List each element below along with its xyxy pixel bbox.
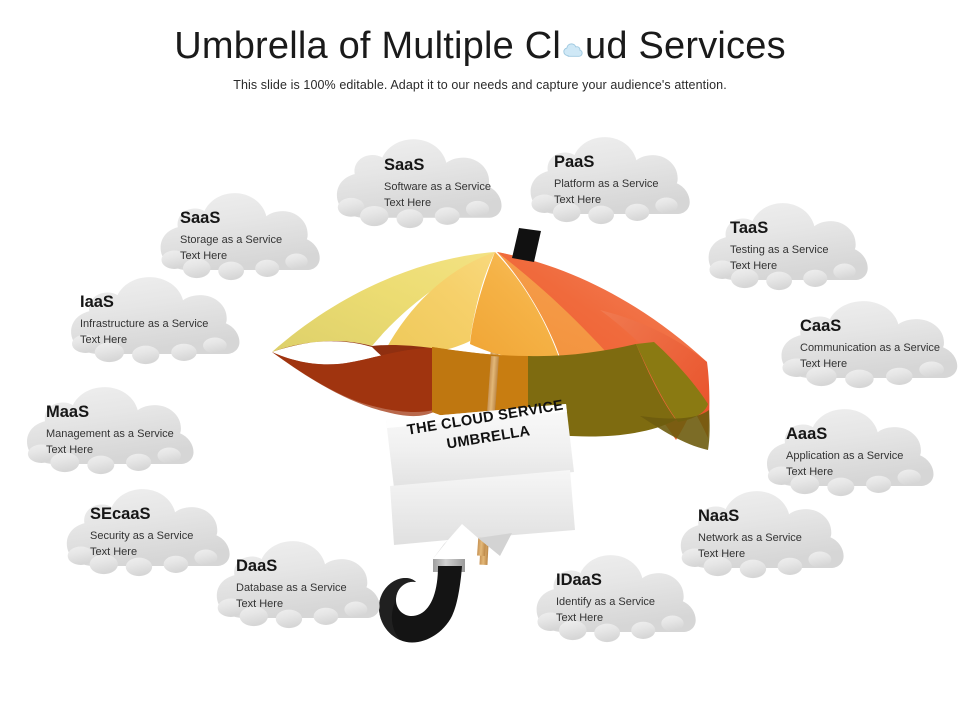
cloud-title: TaaS <box>730 219 769 237</box>
cloud-shape-icon <box>160 193 320 281</box>
cloud-shape-icon <box>708 203 868 291</box>
cloud-title: IaaS <box>80 293 114 311</box>
cloud-title: SEcaaS <box>90 505 151 523</box>
page-title-pre: Umbrella of Multiple Cl <box>174 25 562 67</box>
cloud-shape-icon <box>216 541 380 629</box>
cloud-shape-icon <box>536 555 696 643</box>
cloud-subtitle-line1: Security as a Service <box>90 529 194 542</box>
cloud-subtitle-line2: Text Here <box>90 545 138 558</box>
cloud-subtitle-line2: Text Here <box>236 597 284 610</box>
cloud-title: DaaS <box>236 557 278 575</box>
cloud-shape-icon <box>336 139 502 229</box>
cloud-subtitle-line1: Communication as a Service <box>800 341 941 354</box>
cloud-subtitle-line1: Software as a Service <box>384 180 491 193</box>
cloud-subtitle-line2: Text Here <box>180 249 228 262</box>
cloud-shape-icon <box>530 137 690 225</box>
cloud-subtitle-line1: Network as a Service <box>698 531 802 544</box>
cloud-title: AaaS <box>786 425 828 443</box>
cloud-title: IDaaS <box>556 571 602 589</box>
cloud-subtitle-line2: Text Here <box>786 465 834 478</box>
cloud-shape-icon <box>680 491 844 579</box>
cloud-title: CaaS <box>800 317 842 335</box>
cloud-subtitle-line2: Text Here <box>800 357 848 370</box>
cloud-title: MaaS <box>46 403 90 421</box>
cloud-shape-icon <box>767 409 934 497</box>
cloud-subtitle-line2: Text Here <box>556 611 604 624</box>
cloud-subtitle-line1: Management as a Service <box>46 427 174 440</box>
cloud-subtitle-line2: Text Here <box>698 547 746 560</box>
center-banner-text: THE CLOUD SERVICE UMBRELLA <box>390 394 584 463</box>
cloud-title: NaaS <box>698 507 740 525</box>
cloud-subtitle-line2: Text Here <box>384 196 432 209</box>
cloud-shape-icon <box>27 387 194 475</box>
page-subtitle: This slide is 100% editable. Adapt it to… <box>233 77 727 92</box>
cloud-subtitle-line1: Identify as a Service <box>556 595 656 608</box>
page-title: Umbrella of Multiple Cl ud Services <box>0 25 960 68</box>
cloud-subtitle-line1: Testing as a Service <box>730 243 829 256</box>
cloud-shape-icon <box>66 489 230 577</box>
slide-header: Umbrella of Multiple Cl ud Services This… <box>0 25 960 92</box>
page-title-post: ud Services <box>585 25 786 67</box>
cloud-subtitle-line1: Application as a Service <box>786 449 904 462</box>
cloud-title: SaaS <box>384 156 425 174</box>
cloud-subtitle-line2: Text Here <box>46 443 94 456</box>
cloud-subtitle-line1: Storage as a Service <box>180 233 283 246</box>
cloud-subtitle-line1: Database as a Service <box>236 581 347 594</box>
cloud-subtitle-line2: Text Here <box>554 193 602 206</box>
cloud-subtitle-line1: Infrastructure as a Service <box>80 317 209 330</box>
cloud-subtitle-line2: Text Here <box>80 333 128 346</box>
cloud-title: PaaS <box>554 153 595 171</box>
cloud-title: SaaS <box>180 209 221 227</box>
cloud-shape-icon <box>781 301 958 389</box>
cloud-shape-icon <box>71 277 240 365</box>
cloud-icon <box>562 38 584 60</box>
cloud-subtitle-line2: Text Here <box>730 259 778 272</box>
cloud-subtitle-line1: Platform as a Service <box>554 177 659 190</box>
